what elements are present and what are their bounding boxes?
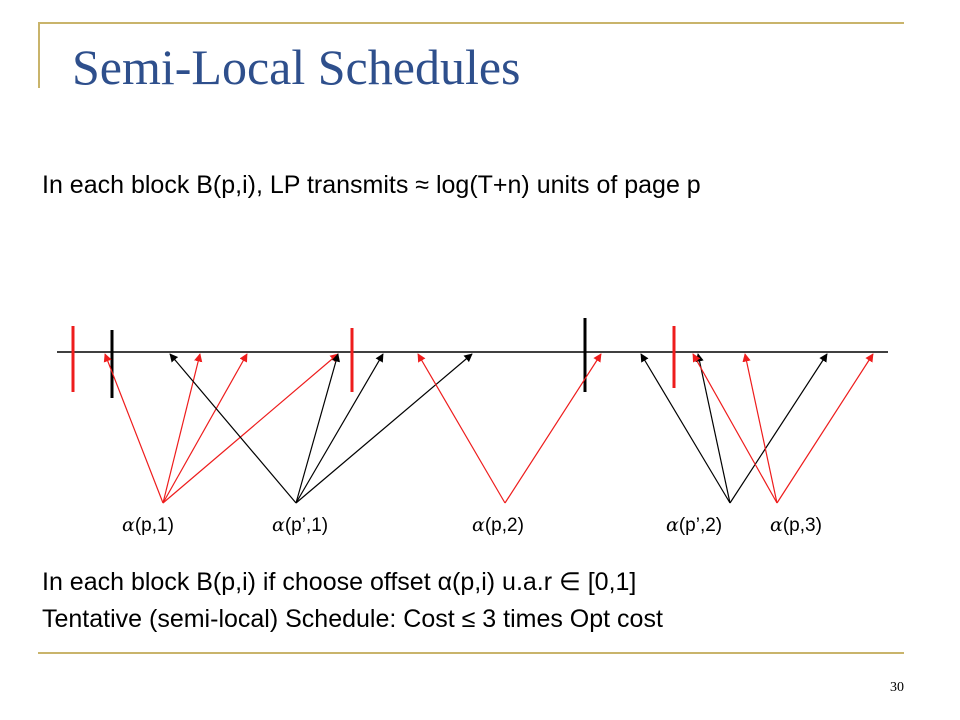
label-alpha-pprime-1: α(p’,1) (272, 514, 328, 537)
frame-left-rule (38, 22, 40, 88)
arrow-red (162, 353, 203, 504)
body-line-3: Tentative (semi-local) Schedule: Cost ≤ … (42, 605, 663, 633)
arrow-red (504, 353, 602, 504)
alpha-symbol: α (272, 514, 285, 536)
arrow-red (162, 353, 339, 504)
label-alpha-p-2: α(p,2) (472, 514, 524, 537)
arrow-black (295, 353, 384, 504)
arrow-black (640, 353, 731, 504)
body-line-2: In each block B(p,i) if choose offset α(… (42, 568, 637, 596)
body-line-1: In each block B(p,i), LP transmits ≈ log… (42, 171, 701, 199)
label-alpha-pprime-2: α(p’,2) (666, 514, 722, 537)
alpha-symbol: α (122, 514, 135, 536)
arrow-red (742, 353, 778, 504)
arrow-black (729, 353, 828, 504)
slide-title: Semi-Local Schedules (72, 39, 521, 95)
label-text: (p’,1) (284, 515, 329, 536)
frame-bottom-rule (38, 652, 904, 654)
arrow-black (295, 353, 340, 504)
arrow-black (169, 353, 297, 504)
page-number: 30 (890, 680, 904, 695)
label-text: (p,3) (782, 515, 822, 536)
alpha-symbol: α (666, 514, 679, 536)
label-text: (p,1) (134, 515, 174, 536)
arrow-red (692, 353, 778, 504)
alpha-symbol: α (770, 514, 783, 536)
label-text: (p,2) (484, 515, 524, 536)
arrow-red (103, 353, 164, 504)
label-text: (p’,2) (678, 515, 723, 536)
label-alpha-p-3: α(p,3) (770, 514, 822, 537)
label-alpha-p-1: α(p,1) (122, 514, 174, 537)
arrow-red (162, 353, 248, 504)
arrow-red (417, 353, 506, 504)
alpha-symbol: α (472, 514, 485, 536)
arrow-black (295, 353, 473, 504)
arrow-red (776, 353, 874, 504)
arrow-black (695, 353, 731, 504)
frame-top-rule (38, 22, 904, 24)
